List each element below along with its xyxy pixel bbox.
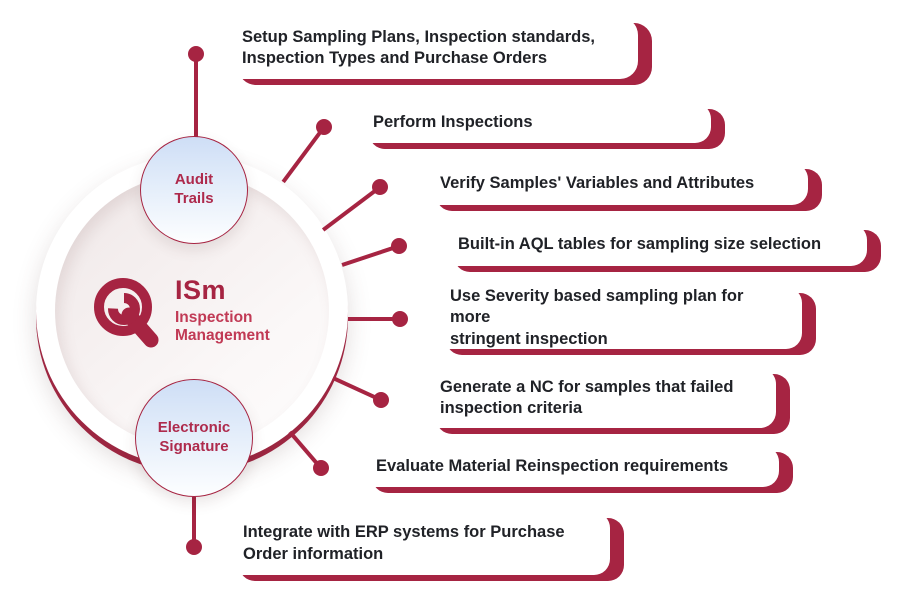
connector-dot [373,392,389,408]
callout-setup-sampling-plans: Setup Sampling Plans, Inspection standar… [224,17,638,79]
callout-verify-samples: Verify Samples' Variables and Attributes [422,163,808,205]
connector-line [192,497,196,547]
connector-dot [186,539,202,555]
callout-generate-nc: Generate a NC for samples that failed in… [422,368,776,428]
connector-dot [316,119,332,135]
badge-audit-trails: Audit Trails [140,136,248,244]
callout-label: Perform Inspections [373,113,533,132]
connector-dot [392,311,408,327]
callout-label: Verify Samples' Variables and Attributes [440,174,755,193]
connector-dot [313,460,329,476]
connector-line [321,185,382,232]
callout-aql-tables: Built-in AQL tables for sampling size se… [440,224,867,266]
badge-electronic-signature-label: Electronic Signature [157,419,231,455]
callout-perform-inspections: Perform Inspections [355,103,711,143]
center-branding: ISm Inspection Management [93,277,270,355]
callout-label: Use Severity based sampling plan for mor… [450,286,744,348]
callout-label: Integrate with ERP systems for Purchase … [243,523,565,563]
connector-line [281,125,326,183]
badge-audit-trails-label: Audit Trails [174,171,214,207]
callout-label: Setup Sampling Plans, Inspection standar… [242,27,595,67]
magnifier-wrench-icon [94,278,159,348]
callout-label: Generate a NC for samples that failed in… [440,377,734,417]
connector-dot [372,179,388,195]
callout-material-reinspection: Evaluate Material Reinspection requireme… [358,446,779,487]
connector-dot [188,46,204,62]
badge-electronic-signature: Electronic Signature [135,379,253,497]
connector-line [348,317,400,321]
connector-dot [391,238,407,254]
callout-erp-integration: Integrate with ERP systems for Purchase … [225,512,610,575]
product-abbreviation: ISm [175,275,227,305]
callout-severity-sampling: Use Severity based sampling plan for mor… [432,287,802,349]
center-text: ISm Inspection Management [175,277,270,345]
callout-label: Evaluate Material Reinspection requireme… [376,456,729,475]
product-title: Inspection Management [175,309,270,344]
connector-line [194,54,198,137]
callout-label: Built-in AQL tables for sampling size se… [458,235,822,254]
